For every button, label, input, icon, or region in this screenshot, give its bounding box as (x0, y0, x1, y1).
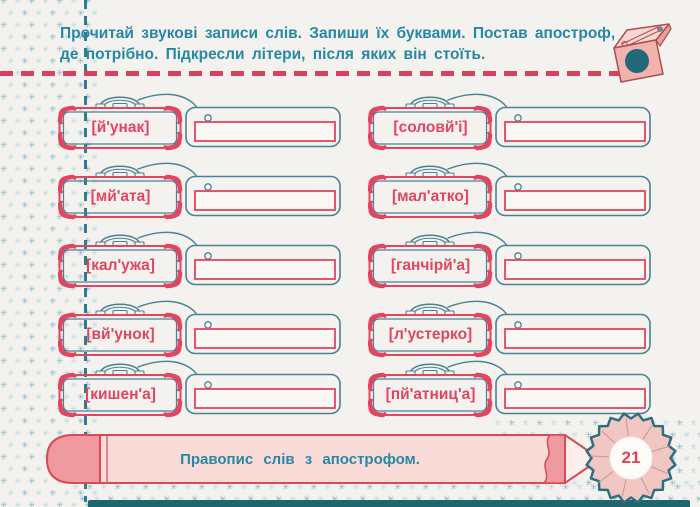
answer-box[interactable] (195, 260, 335, 279)
word-card: [ганчірй'а] (368, 229, 652, 291)
word-card: [мй'ата] (58, 160, 342, 222)
phonetic-word: [л'устерко] (388, 326, 473, 343)
word-card: [й'унак] (58, 91, 342, 153)
phonetic-word: [кишен'а] (85, 386, 156, 403)
word-card: [вй'унок] (58, 298, 342, 360)
word-card: [кишен'а] (58, 358, 342, 420)
phonetic-word: [соловй'і] (393, 119, 468, 136)
phonetic-word: [вй'унок] (86, 326, 155, 343)
answer-box[interactable] (505, 329, 645, 348)
answer-box[interactable] (505, 389, 645, 408)
answer-box[interactable] (195, 191, 335, 210)
phonetic-word: [й'унак] (91, 119, 150, 136)
pencil-banner (46, 434, 601, 484)
topic-label: Правопис слів з апострофом. (180, 451, 420, 468)
task-instruction-line2: де потрібно. Підкресли літери, після яки… (60, 46, 486, 63)
answer-box[interactable] (505, 122, 645, 141)
phonetic-word: [кал'ужа] (86, 257, 155, 274)
answer-box[interactable] (195, 329, 335, 348)
phonetic-word: [мал'атко] (392, 188, 469, 205)
answer-box[interactable] (505, 191, 645, 210)
word-card: [мал'атко] (368, 160, 652, 222)
phonetic-word: [мй'ата] (90, 188, 151, 205)
pencil-shaving-badge (585, 412, 677, 504)
bottom-bar (88, 500, 690, 507)
dashed-divider-horizontal (0, 71, 620, 76)
word-card: [пй'атниц'а] (368, 358, 652, 420)
pencil-sharpener-icon (613, 23, 672, 83)
answer-box[interactable] (195, 122, 335, 141)
phonetic-word: [пй'атниц'а] (385, 386, 476, 403)
dashed-divider-vertical (84, 0, 87, 502)
page-number: 21 (621, 448, 641, 467)
answer-box[interactable] (505, 260, 645, 279)
task-instruction-line1: Прочитай звукові записи слів. Запиши їх … (60, 25, 616, 42)
phonetic-word: [ганчірй'а] (390, 257, 471, 274)
word-card: [л'устерко] (368, 298, 652, 360)
answer-box[interactable] (195, 389, 335, 408)
task-instruction: Прочитай звукові записи слів. Запиши їх … (60, 23, 626, 65)
word-card: [соловй'і] (368, 91, 652, 153)
word-card: [кал'ужа] (58, 229, 342, 291)
